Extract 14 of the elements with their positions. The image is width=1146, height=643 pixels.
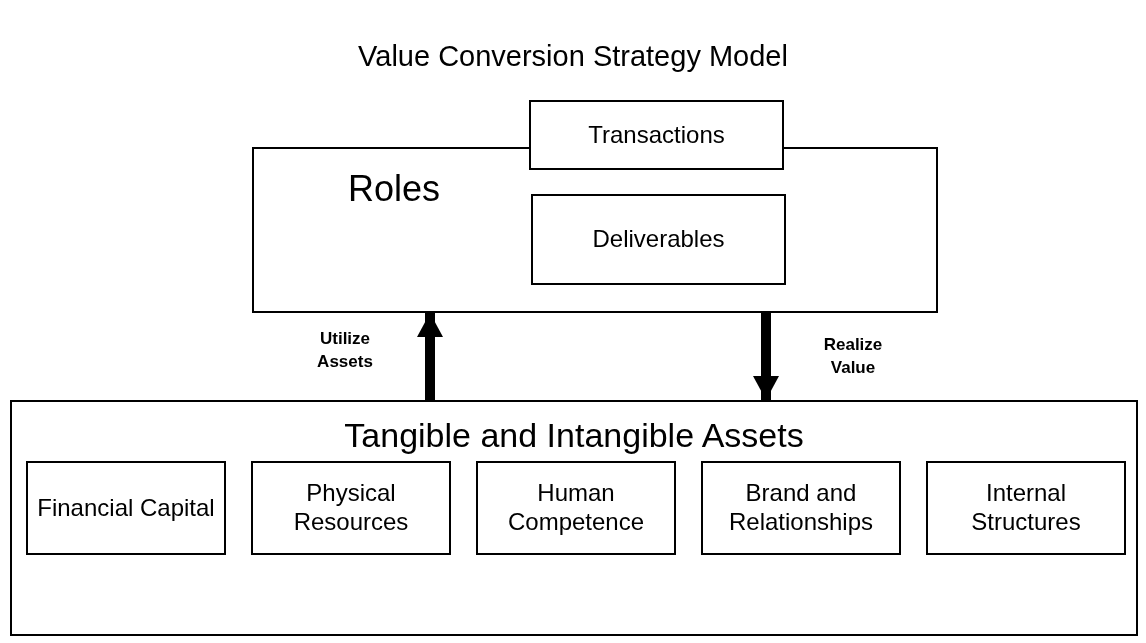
arrow xyxy=(753,313,779,400)
box xyxy=(10,400,1138,636)
diagram-title: Value Conversion Strategy Model xyxy=(357,42,789,71)
text-box: Brand and Relationships xyxy=(701,461,901,555)
box-heading: Tangible and Intangible Assets xyxy=(343,418,805,452)
box xyxy=(252,147,938,313)
text-box: Financial Capital xyxy=(26,461,226,555)
text-box: Transactions xyxy=(529,100,784,170)
text-box: Physical Resources xyxy=(251,461,451,555)
text-box: Internal Structures xyxy=(926,461,1126,555)
text-box: Human Competence xyxy=(476,461,676,555)
box-heading: Roles xyxy=(348,171,441,207)
arrow xyxy=(417,313,443,400)
text-box: Deliverables xyxy=(531,194,786,285)
